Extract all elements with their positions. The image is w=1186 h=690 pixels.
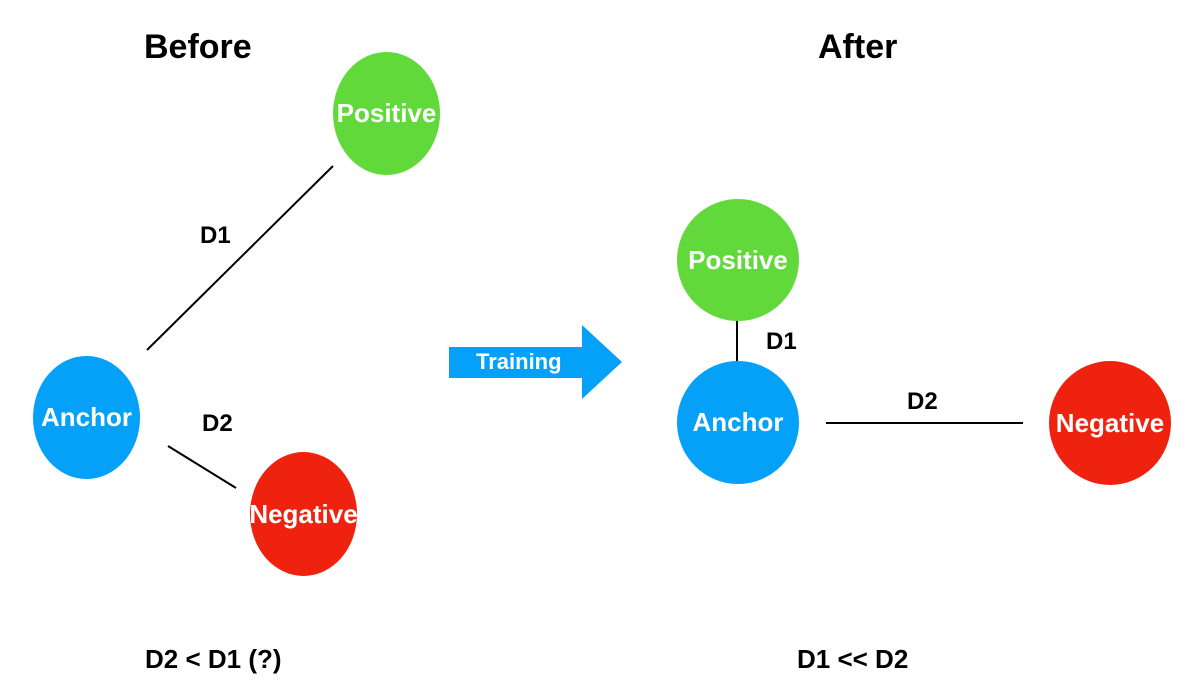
training-arrow	[449, 325, 622, 399]
training-label: Training	[476, 349, 562, 374]
after-caption: D1 << D2	[797, 644, 909, 674]
after-positive-node: Positive	[677, 199, 799, 321]
before-d1-label: D1	[200, 222, 231, 249]
after-d2-label: D2	[907, 388, 938, 415]
before-positive-node: Positive	[333, 52, 440, 175]
after-anchor-node: Anchor	[677, 361, 799, 484]
before-positive-label: Positive	[336, 98, 437, 128]
before-anchor-node: Anchor	[33, 356, 140, 479]
after-anchor-label: Anchor	[692, 407, 784, 437]
before-negative-label: Negative	[249, 498, 358, 529]
before-d2-line	[167, 445, 237, 489]
after-negative-label: Negative	[1055, 407, 1165, 438]
before-negative-node: Negative	[249, 452, 358, 576]
before-anchor-label: Anchor	[41, 402, 132, 432]
after-negative-node: Negative	[1049, 361, 1171, 485]
before-caption: D2 < D1 (?)	[145, 644, 282, 674]
after-d1-label: D1	[766, 328, 797, 355]
before-d2-label: D2	[202, 410, 233, 437]
before-title: Before	[144, 28, 252, 66]
after-title: After	[818, 28, 898, 66]
before-d1-line	[146, 165, 334, 351]
after-positive-label: Positive	[688, 244, 788, 275]
